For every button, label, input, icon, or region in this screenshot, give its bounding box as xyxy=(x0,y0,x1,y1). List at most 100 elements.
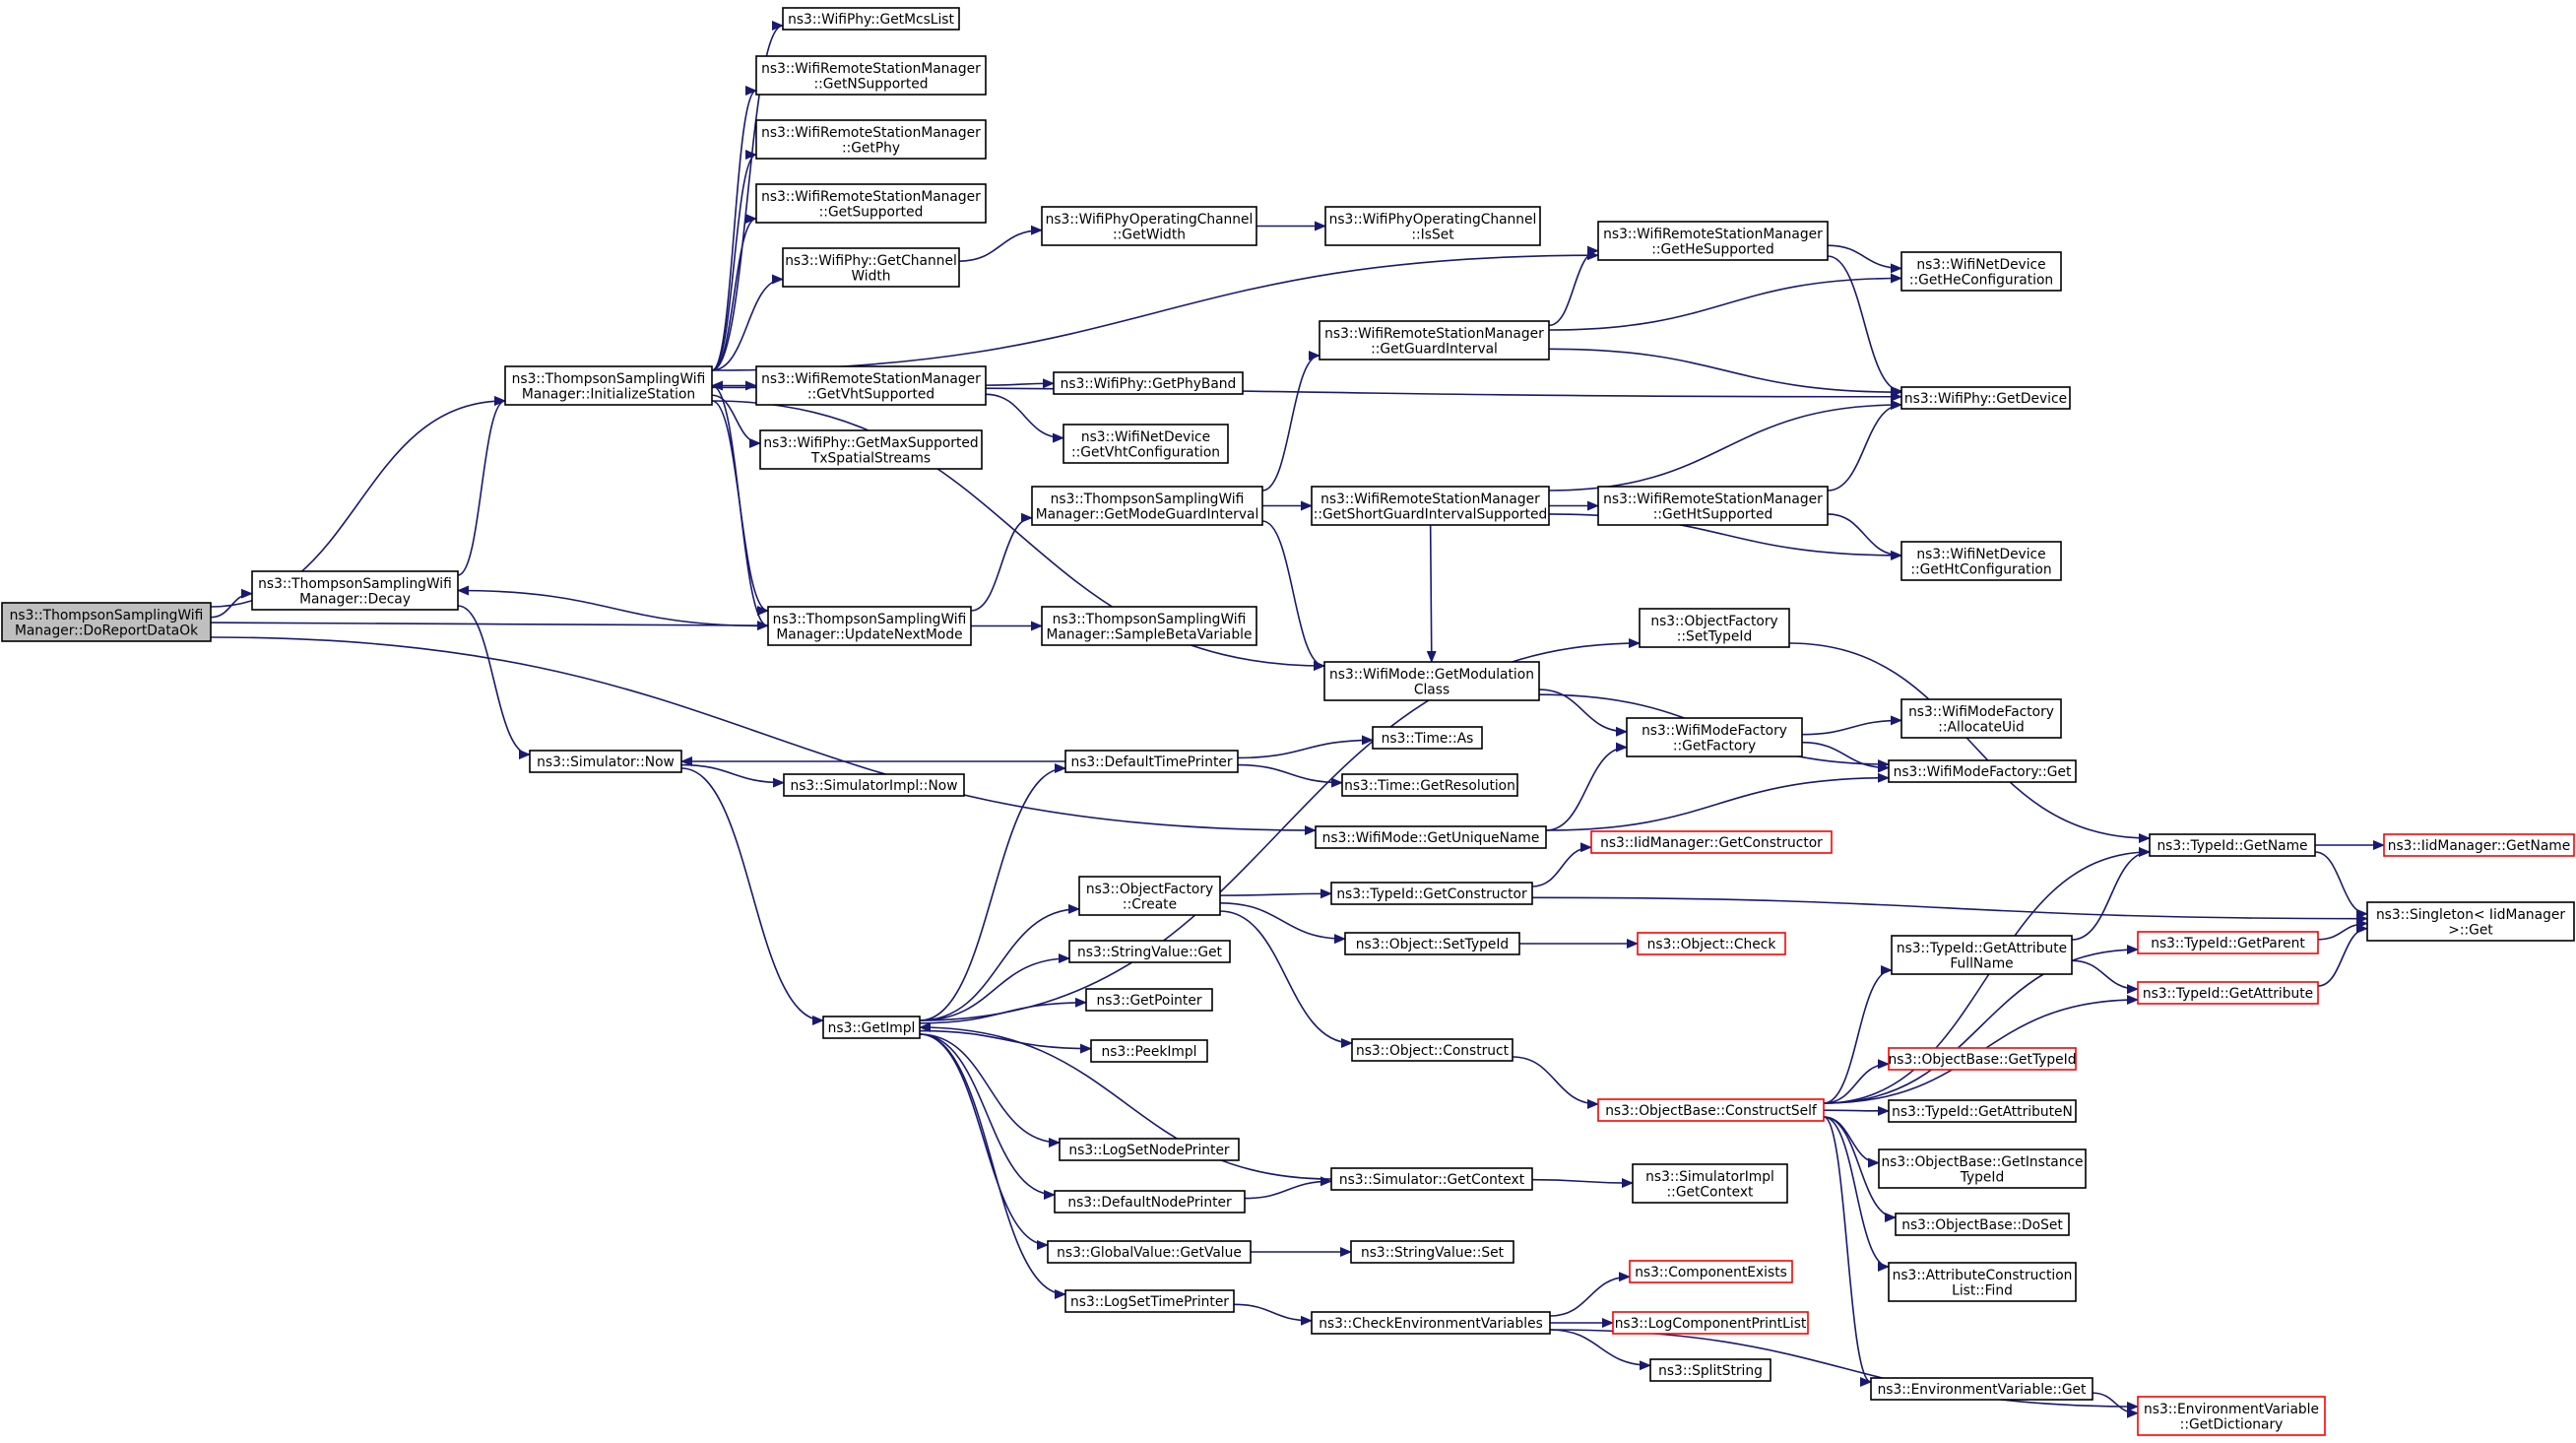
edge-getfactory-to-wmfget xyxy=(1801,741,1890,773)
graph-node-modegi[interactable]: ns3::ThompsonSamplingWifiManager::GetMod… xyxy=(1031,486,1263,526)
graph-node-getuniq[interactable]: ns3::WifiMode::GetUniqueName xyxy=(1315,825,1547,849)
graph-node-settypeid[interactable]: ns3::ObjectFactory::SetTypeId xyxy=(1639,608,1790,648)
graph-node-ofcreate[interactable]: ns3::ObjectFactory::Create xyxy=(1078,876,1221,916)
graph-node-timeas[interactable]: ns3::Time::As xyxy=(1372,726,1483,750)
graph-node-checkenv[interactable]: ns3::CheckEnvironmentVariables xyxy=(1311,1311,1551,1335)
graph-node-objconstruct[interactable]: ns3::Object::Construct xyxy=(1351,1038,1513,1062)
edge-objconstruct-to-obconstself xyxy=(1512,1056,1599,1109)
graph-node-allocuid[interactable]: ns3::WifiModeFactory::AllocateUid xyxy=(1900,698,2062,739)
edge-sgisupp-to-modclass xyxy=(1426,524,1437,663)
node-label: ns3::AttributeConstruction xyxy=(1893,1268,2073,1283)
graph-node-deftime[interactable]: ns3::DefaultTimePrinter xyxy=(1064,750,1239,773)
node-label: ns3::WifiMode::GetUniqueName xyxy=(1322,830,1540,846)
graph-node-isset[interactable]: ns3::WifiPhyOperatingChannel::IsSet xyxy=(1324,206,1541,246)
graph-node-defnode[interactable]: ns3::DefaultNodePrinter xyxy=(1054,1190,1246,1213)
graph-node-simimplctx[interactable]: ns3::SimulatorImpl::GetContext xyxy=(1632,1163,1788,1204)
graph-node-tidgetparent[interactable]: ns3::TypeId::GetParent xyxy=(2137,931,2319,954)
graph-node-vhtsupp[interactable]: ns3::WifiRemoteStationManager::GetVhtSup… xyxy=(755,365,987,406)
graph-node-vhtcfg[interactable]: ns3::WifiNetDevice::GetVhtConfiguration xyxy=(1063,424,1229,464)
graph-node-phyband[interactable]: ns3::WifiPhy::GetPhyBand xyxy=(1053,371,1244,395)
graph-node-tidgetattr[interactable]: ns3::TypeId::GetAttribute xyxy=(2137,981,2319,1005)
graph-node-simimplnow[interactable]: ns3::SimulatorImpl::Now xyxy=(783,773,965,797)
node-box xyxy=(1063,424,1229,464)
edge-settypeid-to-tidgetname xyxy=(1788,642,2151,843)
graph-node-obgettid[interactable]: ns3::ObjectBase::GetTypeId xyxy=(1888,1047,2077,1071)
edge-doreport-to-getuniq xyxy=(210,636,1317,835)
node-box xyxy=(1,602,212,642)
graph-node-sgisupp[interactable]: ns3::WifiRemoteStationManager::GetShortG… xyxy=(1311,486,1550,526)
graph-node-peekimpl[interactable]: ns3::PeekImpl xyxy=(1090,1039,1208,1063)
graph-node-splitstr[interactable]: ns3::SplitString xyxy=(1649,1358,1771,1382)
graph-node-strset[interactable]: ns3::StringValue::Set xyxy=(1350,1240,1514,1264)
node-box xyxy=(1031,486,1263,526)
edge-doreport-to-decay xyxy=(210,588,253,619)
graph-node-beta[interactable]: ns3::ThompsonSamplingWifiManager::Sample… xyxy=(1041,606,1257,646)
graph-node-envget[interactable]: ns3::EnvironmentVariable::Get xyxy=(1870,1377,2093,1401)
graph-node-getimpl[interactable]: ns3::GetImpl xyxy=(822,1016,921,1039)
graph-node-simnow[interactable]: ns3::Simulator::Now xyxy=(529,750,682,773)
node-box xyxy=(1888,759,2077,783)
graph-node-tidgetname[interactable]: ns3::TypeId::GetName xyxy=(2149,833,2316,857)
graph-node-logcompprint[interactable]: ns3::LogComponentPrintList xyxy=(1612,1311,1809,1335)
edge-tidgetattrfull-to-tidgetattr xyxy=(2071,959,2139,995)
graph-node-getptr[interactable]: ns3::GetPointer xyxy=(1085,988,1213,1012)
graph-node-htcfg[interactable]: ns3::WifiNetDevice::GetHtConfiguration xyxy=(1900,541,2062,581)
node-label: TypeId xyxy=(1960,1169,2005,1185)
node-label: ns3::LogComponentPrintList xyxy=(1615,1316,1807,1332)
node-label: ns3::StringValue::Get xyxy=(1077,945,1223,960)
node-label: ns3::DefaultNodePrinter xyxy=(1067,1195,1232,1211)
graph-node-opwidth[interactable]: ns3::WifiPhyOperatingChannel::GetWidth xyxy=(1041,206,1257,246)
graph-node-doreport[interactable]: ns3::ThompsonSamplingWifiManager::DoRepo… xyxy=(1,602,212,642)
graph-node-objsettid[interactable]: ns3::Object::SetTypeId xyxy=(1344,932,1520,955)
graph-node-updnext[interactable]: ns3::ThompsonSamplingWifiManager::Update… xyxy=(767,606,972,646)
graph-node-hesupp[interactable]: ns3::WifiRemoteStationManager::GetHeSupp… xyxy=(1597,221,1829,261)
graph-node-guardint[interactable]: ns3::WifiRemoteStationManager::GetGuardI… xyxy=(1319,320,1550,361)
edge-chwidth-to-opwidth xyxy=(958,225,1043,262)
graph-node-initsta[interactable]: ns3::ThompsonSamplingWifiManager::Initia… xyxy=(504,365,713,406)
node-label: ns3::IidManager::GetName xyxy=(2388,838,2571,854)
edge-obconstself-to-obdoset xyxy=(1823,1116,1897,1222)
graph-node-iidgetname[interactable]: ns3::IidManager::GetName xyxy=(2383,833,2575,857)
node-box xyxy=(755,183,987,224)
node-label: ns3::SimulatorImpl::Now xyxy=(790,778,957,794)
graph-node-getdevice[interactable]: ns3::WifiPhy::GetDevice xyxy=(1900,386,2071,410)
graph-node-htsupp[interactable]: ns3::WifiRemoteStationManager::GetHtSupp… xyxy=(1597,486,1829,526)
node-label: ns3::ThompsonSamplingWifi xyxy=(512,371,706,387)
node-box xyxy=(1900,541,2062,581)
graph-node-getphy[interactable]: ns3::WifiRemoteStationManager::GetPhy xyxy=(755,119,987,160)
graph-node-nsupp[interactable]: ns3::WifiRemoteStationManager::GetNSuppo… xyxy=(755,55,987,96)
node-label: ns3::ObjectBase::GetTypeId xyxy=(1889,1052,2077,1068)
graph-node-singleton[interactable]: ns3::Singleton< IidManager >::Get xyxy=(2366,901,2575,942)
graph-node-logsetnode[interactable]: ns3::LogSetNodePrinter xyxy=(1059,1138,1240,1161)
graph-node-mcslist[interactable]: ns3::WifiPhy::GetMcsList xyxy=(782,7,960,31)
graph-node-tidgetattrn[interactable]: ns3::TypeId::GetAttributeN xyxy=(1888,1099,2077,1123)
graph-node-compexists[interactable]: ns3::ComponentExists xyxy=(1629,1260,1793,1283)
graph-node-wmfget[interactable]: ns3::WifiModeFactory::Get xyxy=(1888,759,2077,783)
graph-node-hecfg[interactable]: ns3::WifiNetDevice::GetHeConfiguration xyxy=(1900,251,2062,292)
graph-node-obconstself[interactable]: ns3::ObjectBase::ConstructSelf xyxy=(1597,1098,1825,1122)
edge-simgetctx-to-getimpl xyxy=(919,1022,1332,1180)
graph-node-objcheck[interactable]: ns3::Object::Check xyxy=(1637,932,1786,955)
graph-node-getres[interactable]: ns3::Time::GetResolution xyxy=(1341,773,1518,797)
graph-node-tidgetctor[interactable]: ns3::TypeId::GetConstructor xyxy=(1330,882,1533,905)
node-label: ns3::EnvironmentVariable::Get xyxy=(1878,1382,2087,1398)
graph-node-gvgetvalue[interactable]: ns3::GlobalValue::GetValue xyxy=(1047,1240,1252,1264)
node-label: ns3::TypeId::GetAttributeN xyxy=(1892,1104,2073,1120)
node-label: ::AllocateUid xyxy=(1938,719,2024,735)
node-label: ::GetDictionary xyxy=(2180,1416,2284,1432)
graph-node-getfactory[interactable]: ns3::WifiModeFactory::GetFactory xyxy=(1626,717,1803,757)
graph-node-simgetctx[interactable]: ns3::Simulator::GetContext xyxy=(1330,1167,1533,1191)
graph-node-logsettime[interactable]: ns3::LogSetTimePrinter xyxy=(1064,1289,1235,1313)
graph-node-getsupp[interactable]: ns3::WifiRemoteStationManager::GetSuppor… xyxy=(755,183,987,224)
graph-node-iidgetctor[interactable]: ns3::IidManager::GetConstructor xyxy=(1590,830,1833,854)
graph-node-strget[interactable]: ns3::StringValue::Get xyxy=(1068,940,1231,963)
graph-node-envgetdict[interactable]: ns3::EnvironmentVariable::GetDictionary xyxy=(2137,1396,2326,1436)
graph-node-obdoset[interactable]: ns3::ObjectBase::DoSet xyxy=(1895,1213,2070,1236)
graph-node-maxss[interactable]: ns3::WifiPhy::GetMaxSupportedTxSpatialSt… xyxy=(759,429,983,470)
